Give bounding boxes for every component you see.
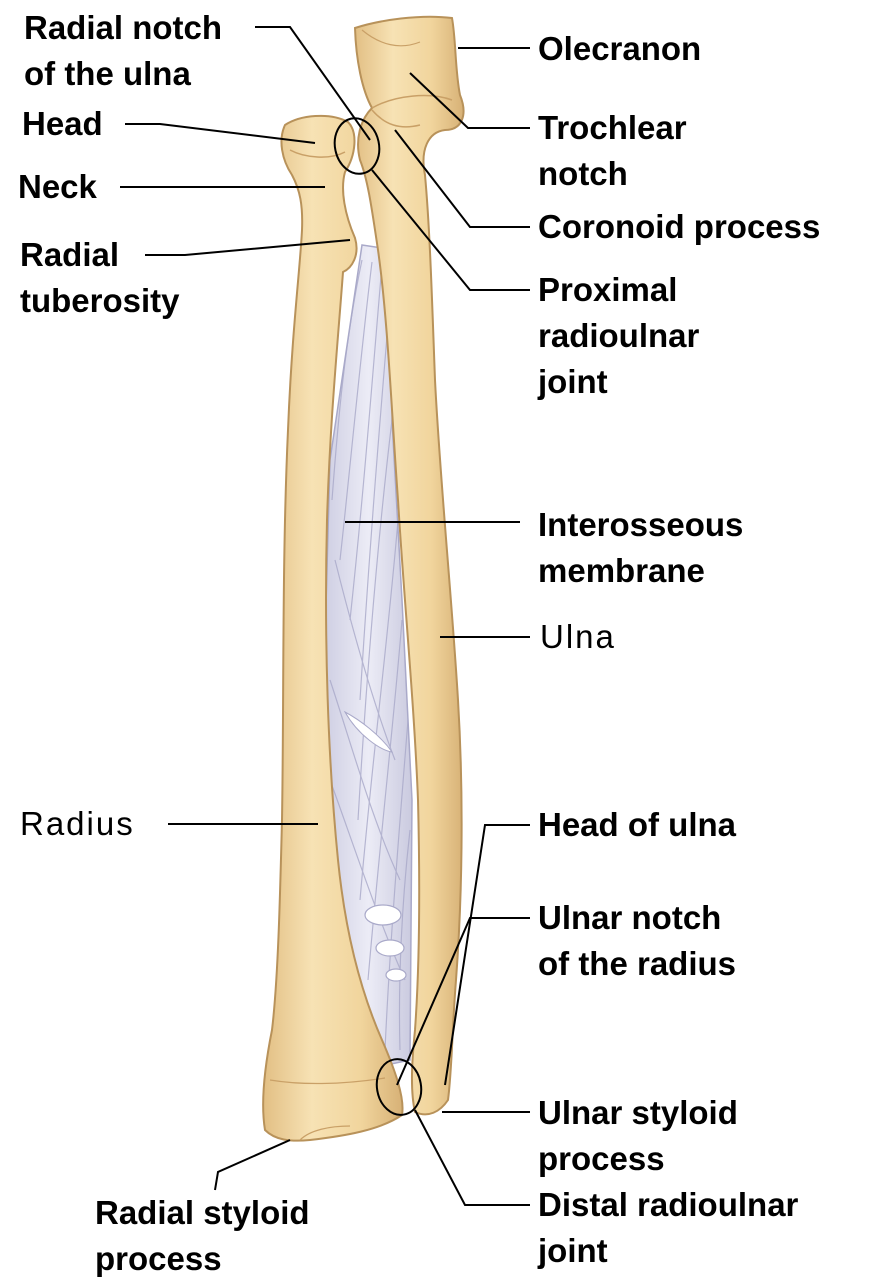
- label-head-of-ulna: Head of ulna: [538, 802, 736, 848]
- leader-distal-radioulnar-joint: [415, 1110, 530, 1205]
- label-trochlear-notch: Trochlear notch: [538, 105, 687, 197]
- label-ulnar-styloid-process: Ulnar styloid process: [538, 1090, 738, 1182]
- label-interosseous-membrane: Interosseous membrane: [538, 502, 743, 594]
- label-distal-radioulnar-joint: Distal radioulnar joint: [538, 1182, 798, 1274]
- label-head: Head: [22, 101, 103, 147]
- label-coronoid-process: Coronoid process: [538, 204, 820, 250]
- label-radial-styloid-process: Radial styloid process: [95, 1190, 310, 1282]
- label-ulnar-notch-of-radius: Ulnar notch of the radius: [538, 895, 736, 987]
- label-radial-tuberosity: Radial tuberosity: [20, 232, 180, 324]
- label-radial-notch-of-ulna: Radial notch of the ulna: [24, 5, 222, 97]
- label-olecranon: Olecranon: [538, 26, 701, 72]
- leader-radial-styloid-process: [215, 1140, 290, 1190]
- label-proximal-radioulnar-joint: Proximal radioulnar joint: [538, 267, 699, 405]
- label-ulna: Ulna: [540, 614, 616, 660]
- label-radius: Radius: [20, 801, 135, 847]
- label-neck: Neck: [18, 164, 97, 210]
